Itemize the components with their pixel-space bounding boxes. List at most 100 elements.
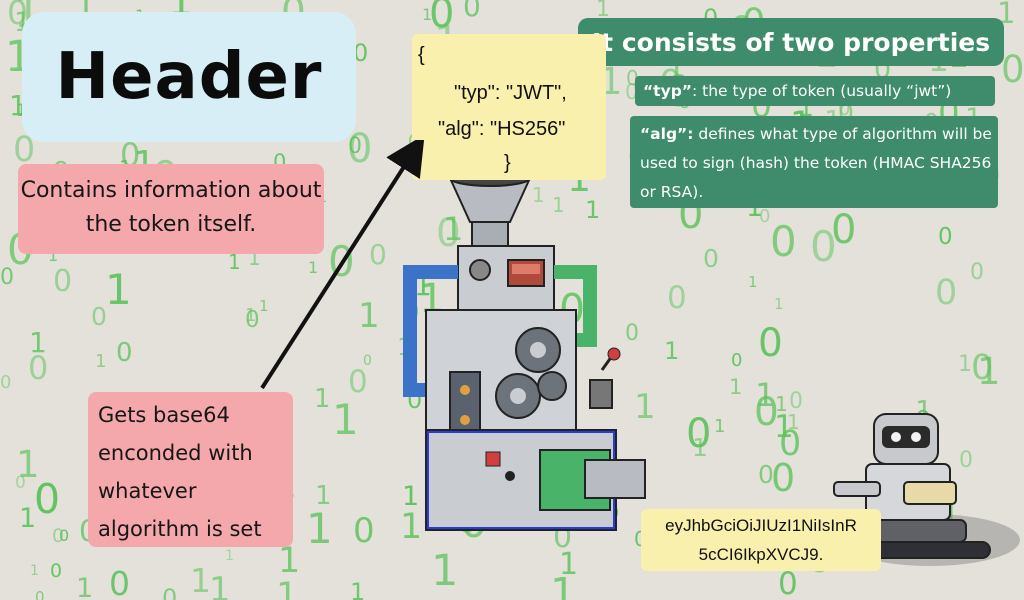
matrix-digit: 1 xyxy=(48,246,58,265)
matrix-digit: 1 xyxy=(664,337,679,365)
matrix-digit: 1 xyxy=(774,409,794,445)
matrix-digit: 0 xyxy=(971,348,993,388)
matrix-digit: 0 xyxy=(779,424,801,464)
json-alg-line: "alg": "HS256" xyxy=(438,118,566,140)
matrix-digit: 1 xyxy=(431,546,458,596)
matrix-digit: 1 xyxy=(443,210,463,248)
matrix-digit: 1 xyxy=(16,101,27,121)
matrix-digit: 0 xyxy=(436,211,461,256)
matrix-digit: 1 xyxy=(714,416,725,437)
json-close-brace: } xyxy=(504,152,511,174)
matrix-digit: 1 xyxy=(314,384,331,414)
matrix-digit: 1 xyxy=(308,258,318,277)
matrix-digit: 0 xyxy=(429,0,454,37)
matrix-digit: 0 xyxy=(363,353,372,369)
matrix-digit: 1 xyxy=(774,295,784,313)
matrix-digit: 1 xyxy=(209,570,231,600)
typ-property-box: “typ”: the type of token (usually “jwt”) xyxy=(635,76,995,106)
matrix-digit: 0 xyxy=(35,588,45,600)
matrix-digit: 1 xyxy=(29,326,47,359)
matrix-digit: 1 xyxy=(95,351,106,372)
matrix-digit: 0 xyxy=(625,321,639,346)
matrix-digit: 0 xyxy=(758,460,774,489)
matrix-digit: 0 xyxy=(686,411,711,457)
matrix-digit: 0 xyxy=(0,265,14,290)
matrix-digit: 0 xyxy=(731,350,742,371)
encoded-token-box: eyJhbGciOiJIUzI1NiIsInR 5cCI6IkpXVCJ9. xyxy=(641,509,881,571)
encoded-token-line1: eyJhbGciOiJIUzI1NiIsInR xyxy=(665,516,857,535)
matrix-digit: 0 xyxy=(116,338,133,368)
matrix-digit: 1 xyxy=(358,296,380,336)
matrix-digit: 0 xyxy=(348,364,368,400)
matrix-digit: 0 xyxy=(778,566,798,600)
matrix-digit: 1 xyxy=(585,196,600,224)
properties-heading: It consists of two properties xyxy=(578,18,1004,66)
alg-description: defines what type of algorithm will be u… xyxy=(640,125,992,201)
matrix-digit: 1 xyxy=(306,504,333,553)
matrix-digit: 1 xyxy=(30,563,39,579)
matrix-digit: 1 xyxy=(729,375,742,399)
matrix-digit: 0 xyxy=(245,307,260,333)
matrix-digit: 1 xyxy=(190,561,211,600)
matrix-digit: 1 xyxy=(332,395,359,444)
matrix-digit: 0 xyxy=(353,39,368,67)
matrix-digit: 1 xyxy=(259,297,269,315)
matrix-digit: 1 xyxy=(532,183,545,207)
matrix-digit: 1 xyxy=(596,0,610,22)
matrix-digit: 0 xyxy=(1001,48,1024,91)
encoded-token-line2: 5cCI6IkpXVCJ9. xyxy=(698,545,824,564)
matrix-digit: 0 xyxy=(938,224,953,250)
matrix-digit: 0 xyxy=(162,584,177,600)
title-box: Header xyxy=(22,12,356,142)
matrix-digit: 0 xyxy=(34,475,60,523)
robot-illustration xyxy=(833,413,1020,566)
matrix-digit: 1 xyxy=(105,265,132,314)
matrix-digit: 1 xyxy=(76,573,93,600)
matrix-digit: 1 xyxy=(787,410,800,434)
matrix-digit: 0 xyxy=(667,280,687,316)
typ-key: “typ” xyxy=(643,82,692,100)
matrix-digit: 0 xyxy=(7,0,28,32)
matrix-digit: 1 xyxy=(278,541,300,581)
page-title: Header xyxy=(55,40,323,114)
encoding-note-box: Gets base64 enconded with whatever algor… xyxy=(88,392,293,547)
matrix-digit: 0 xyxy=(758,321,783,366)
matrix-digit: 1 xyxy=(775,392,788,416)
matrix-digit: 1 xyxy=(315,481,332,511)
json-header-example: { "typ": "JWT", "alg": "HS256" } xyxy=(412,34,606,180)
matrix-digit: 0 xyxy=(770,217,797,266)
matrix-digit: 0 xyxy=(771,456,795,500)
machine-illustration xyxy=(403,169,646,531)
matrix-digit: 0 xyxy=(109,564,130,600)
matrix-digit: 1 xyxy=(400,507,422,547)
matrix-digit: 0 xyxy=(15,473,26,493)
matrix-digit: 1 xyxy=(19,503,36,534)
matrix-digit: 0 xyxy=(759,206,770,227)
matrix-digit: 0 xyxy=(91,302,107,331)
matrix-digit: 1 xyxy=(225,548,234,564)
matrix-digit: 0 xyxy=(353,511,375,551)
alg-property-box: “alg”: defines what type of algorithm wi… xyxy=(630,116,998,208)
json-open-brace: { xyxy=(418,44,425,66)
arrow-icon xyxy=(260,140,425,390)
matrix-digit: 0 xyxy=(50,560,62,582)
matrix-digit: 1 xyxy=(748,273,758,291)
matrix-digit: 1 xyxy=(755,376,775,414)
matrix-digit: 0 xyxy=(52,525,64,547)
matrix-digit: 0 xyxy=(348,134,362,159)
matrix-digit: 1 xyxy=(958,352,972,377)
matrix-digit: 0 xyxy=(703,244,719,273)
typ-description: : the type of token (usually “jwt”) xyxy=(691,82,952,100)
alg-key: “alg”: xyxy=(640,125,694,143)
matrix-digit: 1 xyxy=(402,481,419,512)
matrix-digit: 1 xyxy=(16,443,40,486)
matrix-digit: 1 xyxy=(276,576,298,600)
json-typ-line: "typ": "JWT", xyxy=(454,82,567,104)
matrix-digit: 0 xyxy=(789,389,803,414)
matrix-digit: 0 xyxy=(13,130,35,170)
matrix-digit: 0 xyxy=(935,273,957,313)
matrix-digit: 1 xyxy=(977,350,1001,393)
matrix-digit: 1 xyxy=(559,547,578,582)
matrix-digit: 0 xyxy=(53,264,72,299)
matrix-digit: 0 xyxy=(831,207,856,253)
